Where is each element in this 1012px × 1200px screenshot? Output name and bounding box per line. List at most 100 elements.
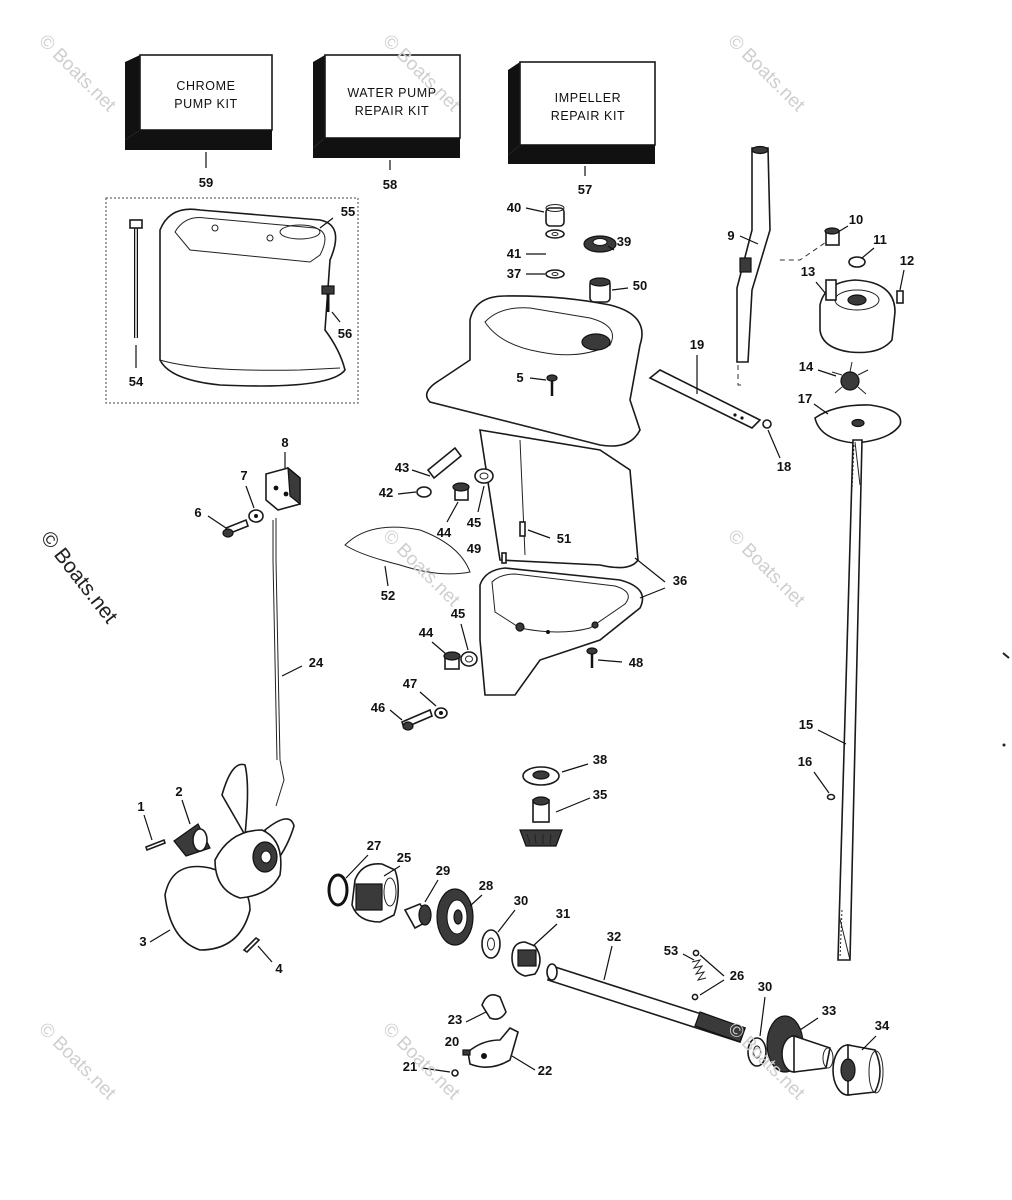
part-10-fitting[interactable] [824, 227, 840, 246]
callout-38: 38 [593, 752, 607, 767]
part-14-impeller[interactable] [831, 361, 869, 395]
kit-label-line1: CHROME [176, 79, 235, 93]
part-30-thrust-washer-rear[interactable] [747, 1037, 767, 1067]
part-53-spring[interactable] [691, 959, 707, 981]
part-44-plug-upper[interactable] [452, 482, 470, 501]
part-34-bearing-carrier[interactable] [832, 1044, 884, 1096]
kit-label-line2: PUMP KIT [174, 97, 238, 111]
part-23-shift-pin[interactable] [481, 994, 507, 1020]
part-19-plate[interactable] [648, 369, 762, 429]
callout-5: 5 [516, 370, 523, 385]
part-29-bearing[interactable] [403, 903, 432, 930]
part-7-washer[interactable] [248, 509, 264, 523]
part-28-forward-gear[interactable] [436, 888, 474, 946]
propeller[interactable] [164, 763, 295, 951]
part-6-screw[interactable] [222, 518, 249, 538]
part-40-bushing[interactable] [545, 204, 565, 227]
part-18-screw[interactable] [762, 419, 772, 429]
part-5-screw[interactable] [546, 374, 558, 396]
part-15-driveshaft[interactable] [837, 439, 863, 961]
callout-52: 52 [381, 588, 395, 603]
part-17-plate[interactable] [814, 404, 902, 444]
part-2-cone-nut[interactable] [173, 823, 211, 857]
part-9-water-tube[interactable] [736, 145, 771, 363]
dotted-frame [105, 197, 359, 404]
part-31-clutch-dog[interactable] [511, 941, 541, 977]
kit-label-line2: REPAIR KIT [355, 104, 430, 118]
part-4-pin[interactable] [242, 936, 261, 954]
part-16-pin[interactable] [826, 793, 836, 801]
part-47-washer[interactable] [434, 707, 448, 719]
callout-53: 53 [664, 943, 678, 958]
callout-16: 16 [798, 754, 812, 769]
part-37-washer[interactable] [545, 269, 565, 279]
gearcase[interactable] [479, 567, 644, 696]
callout-12: 12 [900, 253, 914, 268]
callout-4: 4 [275, 961, 283, 976]
part-33-reverse-gear[interactable] [766, 1015, 834, 1073]
kit-box-impeller-repair[interactable]: IMPELLER REPAIR KIT 57 [508, 61, 656, 197]
part-13-pump-housing[interactable] [819, 279, 896, 354]
part-49-pin[interactable] [501, 552, 507, 564]
callout-47: 47 [403, 676, 417, 691]
long-bolt[interactable] [129, 219, 143, 338]
callout-46: 46 [371, 700, 385, 715]
driveshaft-housing[interactable] [425, 295, 643, 569]
callout-44: 44 [437, 525, 452, 540]
edge-mark [1002, 652, 1010, 659]
callout-28: 28 [479, 878, 493, 893]
callout-15: 15 [799, 717, 813, 732]
part-22-shift-lever[interactable] [467, 1027, 519, 1068]
part-1-cotter-pin[interactable] [145, 838, 166, 852]
part-30-thrust-washer-front[interactable] [481, 929, 501, 959]
callout-26: 26 [730, 968, 744, 983]
callout-14: 14 [799, 359, 814, 374]
part-45-washer-upper[interactable] [474, 468, 494, 484]
callout-40: 40 [507, 200, 521, 215]
part-27-o-ring[interactable] [327, 873, 349, 907]
part-52-seal[interactable] [344, 526, 471, 575]
part-25-bearing-housing[interactable] [351, 863, 400, 923]
callout-18: 18 [777, 459, 791, 474]
callout-7: 7 [240, 468, 247, 483]
part-43-pin[interactable] [426, 446, 463, 480]
part-45-washer-lower[interactable] [460, 651, 478, 667]
part-38-washer[interactable] [522, 766, 560, 786]
part-26-balls[interactable] [691, 949, 700, 1001]
part-35-pinion-gear[interactable] [519, 796, 563, 847]
part-20-pin[interactable] [462, 1049, 471, 1056]
part-8-connector[interactable] [265, 466, 301, 511]
callout-10: 10 [849, 212, 863, 227]
part-46-screw[interactable] [401, 708, 433, 731]
callout-11: 11 [873, 232, 887, 247]
part-48-screw[interactable] [586, 647, 598, 668]
part-42-plug[interactable] [416, 486, 432, 498]
exhaust-housing-extension[interactable] [159, 208, 346, 387]
part-21-screw[interactable] [451, 1069, 459, 1077]
part-39-grommet[interactable] [583, 235, 617, 253]
callout-20: 20 [445, 1034, 459, 1049]
part-32-propeller-shaft[interactable] [546, 963, 747, 1043]
callout-44: 44 [419, 625, 434, 640]
watermark: © Boats.net [723, 31, 809, 117]
kit-box-water-pump-repair[interactable]: WATER PUMP REPAIR KIT 58 [313, 54, 461, 192]
kit-label-line2: REPAIR KIT [551, 109, 626, 123]
watermark: © Boats.net [34, 31, 120, 117]
callout-39: 39 [617, 234, 631, 249]
callout-41: 41 [507, 246, 521, 261]
callout-32: 32 [607, 929, 621, 944]
part-50-bushing[interactable] [589, 277, 611, 303]
edge-dot [1002, 743, 1006, 747]
callout-45: 45 [467, 515, 481, 530]
callout-37: 37 [507, 266, 521, 281]
part-41-washer[interactable] [545, 229, 565, 239]
part-11-o-ring[interactable] [848, 256, 866, 268]
part-51-pin[interactable] [519, 521, 526, 537]
callout-34: 34 [875, 1018, 890, 1033]
part-44-plug-lower[interactable] [443, 651, 461, 670]
kit-box-chrome-pump[interactable]: CHROME PUMP KIT 59 [125, 54, 273, 190]
short-screw[interactable] [321, 285, 335, 312]
part-24-shift-rod[interactable] [272, 518, 285, 807]
callout-55: 55 [341, 204, 355, 219]
part-12-screw[interactable] [896, 290, 904, 304]
